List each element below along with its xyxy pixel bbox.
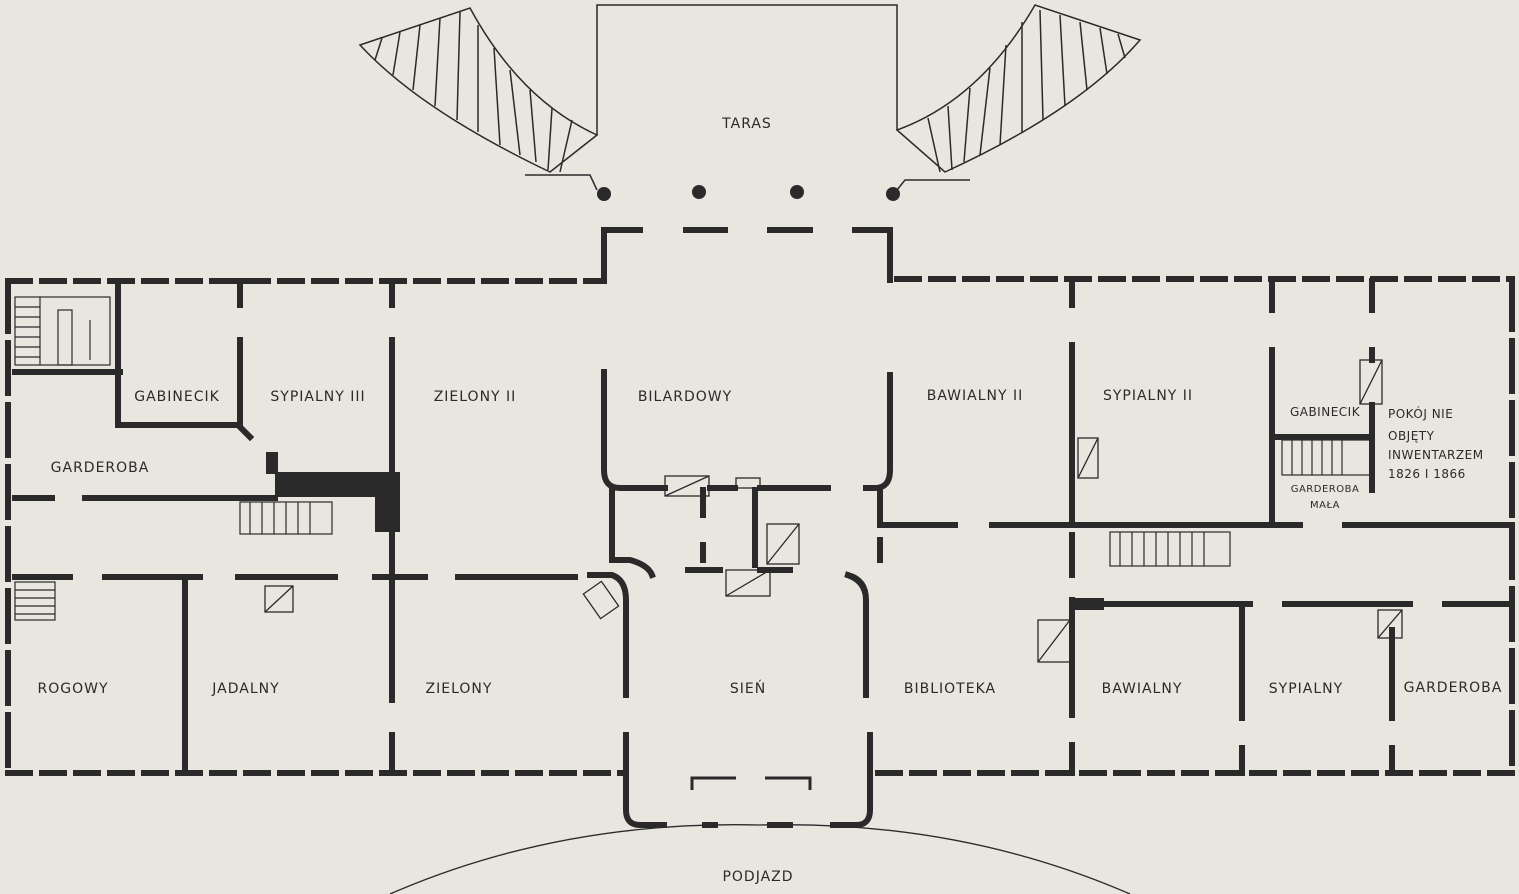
terrace-label: TARAS xyxy=(721,116,772,132)
room-gabinecik-right: GABINECIK xyxy=(1290,405,1361,419)
room-zielony: ZIELONY xyxy=(426,681,493,697)
walls xyxy=(5,227,1515,828)
room-gabinecik-left: GABINECIK xyxy=(134,389,220,405)
room-bawialny-ii: BAWIALNY II xyxy=(927,388,1024,404)
entrance-frame xyxy=(690,776,812,790)
room-sien: SIEŃ xyxy=(730,679,766,697)
stairs xyxy=(14,296,1371,621)
room-biblioteka: BIBLIOTEKA xyxy=(904,681,996,697)
stoves xyxy=(264,359,1403,663)
room-zielony-ii: ZIELONY II xyxy=(434,389,517,405)
room-unlisted-line3: INWENTARZEM xyxy=(1388,448,1484,462)
room-jadalny: JADALNY xyxy=(211,681,279,697)
room-sypialny-iii: SYPIALNY III xyxy=(270,389,365,405)
room-unlisted-line2: OBJĘTY xyxy=(1388,429,1435,443)
room-bawialny: BAWIALNY xyxy=(1102,681,1183,697)
terrace xyxy=(358,4,1142,191)
room-garderoba-mala-line2: MAŁA xyxy=(1310,500,1340,511)
portico-columns xyxy=(597,185,900,201)
room-rogowy: ROGOWY xyxy=(37,681,108,697)
room-garderoba-right: GARDEROBA xyxy=(1404,680,1503,696)
room-unlisted-line4: 1826 I 1866 xyxy=(1388,467,1466,481)
room-garderoba-left: GARDEROBA xyxy=(51,460,150,476)
driveway-label: PODJAZD xyxy=(722,869,793,885)
driveway-arc xyxy=(389,824,1131,894)
wall-masses xyxy=(266,452,1104,610)
room-sypialny: SYPIALNY xyxy=(1269,681,1343,697)
room-unlisted-line1: POKÓJ NIE xyxy=(1388,406,1453,421)
room-bilardowy: BILARDOWY xyxy=(638,389,732,405)
room-sypialny-ii: SYPIALNY II xyxy=(1103,388,1193,404)
room-garderoba-mala-line1: GARDEROBA xyxy=(1291,484,1360,495)
